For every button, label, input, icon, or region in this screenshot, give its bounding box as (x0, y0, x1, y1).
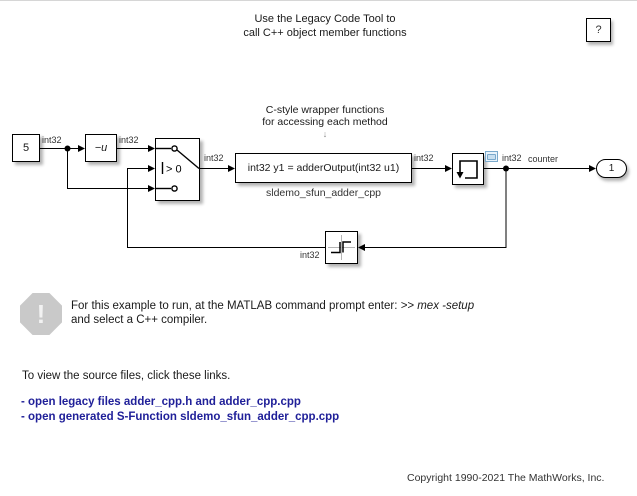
gain-label: −u (94, 142, 108, 154)
wrapper-annotation-line1: C-style wrapper functions (265, 104, 385, 116)
warning-icon: ! (20, 293, 62, 335)
link-open-generated-sfunction[interactable]: - open generated S-Function sldemo_sfun_… (21, 411, 340, 423)
help-button[interactable]: ? (586, 18, 611, 42)
wrapper-annotation-line2: for accessing each method (262, 116, 388, 128)
arrowhead-switch-input2 (148, 165, 155, 172)
gain-block[interactable]: −u (85, 134, 117, 162)
hysteresis-icon (328, 235, 355, 260)
outport-value: 1 (608, 163, 615, 174)
link-open-legacy-files[interactable]: - open legacy files adder_cpp.h and adde… (21, 396, 301, 408)
switch-icon: > 0 (156, 145, 199, 192)
note-command: >> mex -setup (400, 300, 475, 312)
arrowhead-gain-input (78, 145, 85, 152)
arrowhead-memory-input (358, 244, 365, 251)
loop-block[interactable] (452, 153, 484, 185)
arrowhead-outport-input (589, 165, 596, 172)
note-text: For this example to run, at the MATLAB c… (71, 299, 474, 327)
signal-label-int32-4: int32 (414, 153, 434, 163)
arrowhead-sfunction-input (228, 165, 235, 172)
memory-block[interactable] (325, 231, 358, 264)
question-mark-icon: ? (595, 24, 602, 36)
exclamation-glyph: ! (36, 298, 46, 329)
signal-label-int32-3: int32 (204, 153, 224, 163)
wire-counter-branch-to-memory (365, 168, 507, 248)
signal-viewer-badge-inner (487, 153, 496, 160)
constant-block[interactable]: 5 (12, 134, 40, 162)
arrowhead-loop-block-input (445, 165, 452, 172)
arrowhead-switch-input1 (148, 145, 155, 152)
switch-criteria: > 0 (166, 164, 182, 176)
branch-dot-counter (503, 165, 509, 172)
note-line1: For this example to run, at the MATLAB c… (71, 299, 474, 313)
signal-label-int32-5: int32 (502, 153, 522, 163)
sfunction-block[interactable]: int32 y1 = adderOutput(int32 u1) (235, 153, 412, 183)
wire-feedback-to-switch (127, 168, 325, 248)
signal-label-int32-1: int32 (42, 135, 62, 145)
copyright-text: Copyright 1990-2021 The MathWorks, Inc. (407, 472, 605, 484)
wrapper-annotation: C-style wrapper functions for accessing … (225, 104, 425, 140)
arrowhead-switch-input3 (148, 185, 155, 192)
wire-constant-branch-to-switch (67, 148, 148, 189)
down-arrow-icon: ↓ (322, 129, 328, 139)
signal-label-int32-6: int32 (300, 250, 320, 260)
model-title: Use the Legacy Code Tool to call C++ obj… (175, 13, 475, 40)
loop-icon (456, 160, 478, 179)
sfunction-label: int32 y1 = adderOutput(int32 u1) (247, 162, 400, 174)
branch-dot-constant (64, 145, 71, 152)
model-title-line2: call C++ object member functions (243, 26, 407, 39)
outport-block[interactable]: 1 (596, 159, 627, 178)
source-links: - open legacy files adder_cpp.h and adde… (21, 395, 339, 425)
switch-block[interactable]: > 0 (155, 138, 200, 201)
signal-viewer-badge-icon[interactable] (485, 151, 498, 162)
signal-label-int32-2: int32 (119, 135, 139, 145)
links-intro: To view the source files, click these li… (22, 370, 231, 382)
note-line2: and select a C++ compiler. (71, 314, 208, 326)
sfunction-name: sldemo_sfun_adder_cpp (266, 187, 381, 199)
model-title-line1: Use the Legacy Code Tool to (254, 13, 396, 25)
constant-value: 5 (22, 142, 30, 154)
signal-label-counter: counter (528, 154, 559, 164)
note-line1-prefix: For this example to run, at the MATLAB c… (71, 300, 401, 312)
